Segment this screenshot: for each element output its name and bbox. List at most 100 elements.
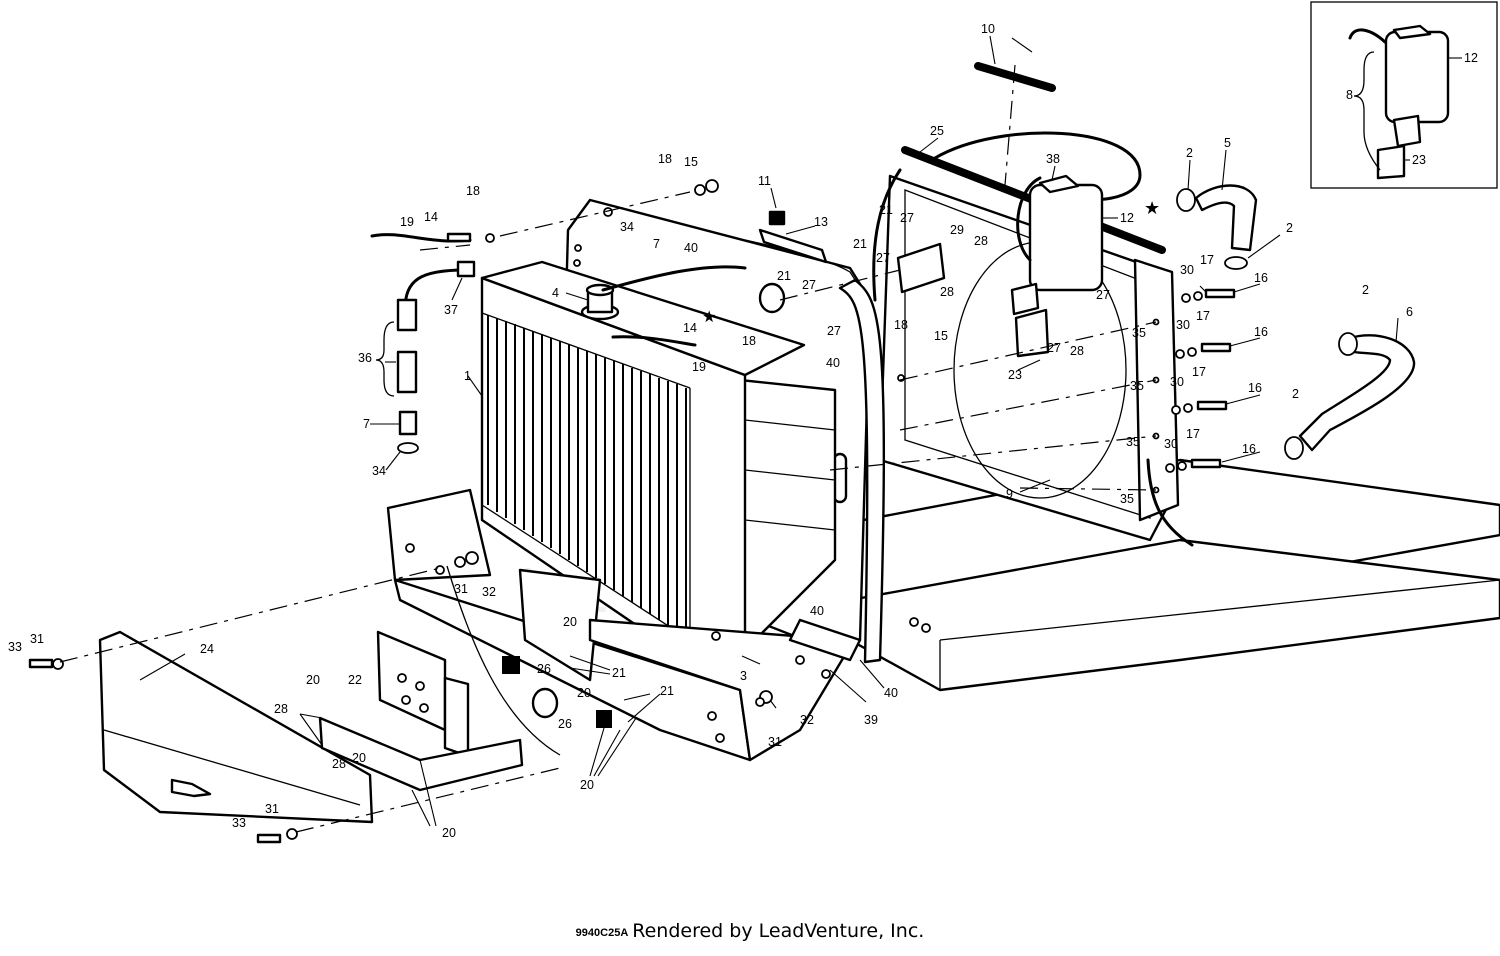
svg-text:★: ★	[702, 309, 716, 326]
callout-30: 30	[1170, 375, 1184, 389]
callout-27: 27	[827, 324, 841, 338]
callout-27: 27	[876, 251, 890, 265]
callout-28: 28	[974, 234, 988, 248]
callout-23: 23	[1008, 368, 1022, 382]
callout-18: 18	[658, 152, 672, 166]
callout-14: 14	[683, 321, 697, 335]
callout-26: 26	[537, 662, 551, 676]
callout-4: 4	[552, 286, 559, 300]
callout-12: 12	[1120, 211, 1134, 225]
callout-31: 31	[768, 735, 782, 749]
drain-fitting	[370, 233, 476, 454]
callout-31: 31	[454, 582, 468, 596]
callout-35: 35	[1130, 379, 1144, 393]
inset-bracket	[1392, 114, 1422, 148]
callout-20: 20	[563, 615, 577, 629]
inset-callout-12: 12	[1464, 51, 1478, 65]
callout-30: 30	[1176, 318, 1190, 332]
callout-34: 34	[372, 464, 386, 478]
callout-20: 20	[580, 778, 594, 792]
radiator-seal-13	[838, 278, 886, 664]
callout-34: 34	[620, 220, 634, 234]
callout-6: 6	[1406, 305, 1413, 319]
callout-32: 32	[482, 585, 496, 599]
callout-20: 20	[306, 673, 320, 687]
bracket-22	[318, 630, 524, 792]
callout-31: 31	[265, 802, 279, 816]
reservoir-bracket	[896, 242, 946, 294]
rubber-strip-10	[974, 62, 1056, 92]
callout-7: 7	[653, 237, 660, 251]
bolt-set-16	[1165, 288, 1236, 473]
drawing-number: 9940C25A	[575, 927, 629, 939]
callout-27: 27	[1047, 341, 1061, 355]
callout-40: 40	[810, 604, 824, 618]
callout-2: 2	[1292, 387, 1299, 401]
callout-39: 39	[864, 713, 878, 727]
callout-16: 16	[1254, 325, 1268, 339]
callout-20: 20	[442, 826, 456, 840]
callout-13: 13	[814, 215, 828, 229]
callout-31: 31	[30, 632, 44, 646]
hose-clamp	[1176, 188, 1196, 212]
callout-10: 10	[981, 22, 995, 36]
lower-hose-6	[1298, 334, 1416, 452]
callout-19: 19	[400, 215, 414, 229]
callout-35: 35	[1126, 435, 1140, 449]
callout-2: 2	[1286, 221, 1293, 235]
callout-5: 5	[1224, 136, 1231, 150]
callout-17: 17	[1196, 309, 1210, 323]
callout-labels: 10 25 38 12 2 5 2 18 15 11 13 21 27 21 2…	[8, 22, 1413, 840]
diagram-footer: 9940C25A Rendered by LeadVenture, Inc.	[0, 920, 1500, 942]
inset-callout-23: 23	[1412, 153, 1426, 167]
callout-35: 35	[1132, 326, 1146, 340]
callout-2: 2	[1362, 283, 1369, 297]
hose-clamp	[1224, 256, 1248, 270]
callout-21: 21	[879, 203, 893, 217]
callout-27: 27	[1096, 288, 1110, 302]
callout-21: 21	[777, 269, 791, 283]
callout-14: 14	[424, 210, 438, 224]
callout-32: 32	[800, 713, 814, 727]
callout-17: 17	[1186, 427, 1200, 441]
callout-30: 30	[1164, 437, 1178, 451]
callout-36: 36	[358, 351, 372, 365]
side-shield-24	[98, 630, 374, 824]
callout-30: 30	[1180, 263, 1194, 277]
callout-28: 28	[332, 757, 346, 771]
callout-25: 25	[930, 124, 944, 138]
callout-33: 33	[232, 816, 246, 830]
callout-18: 18	[466, 184, 480, 198]
callout-28: 28	[274, 702, 288, 716]
callout-2: 2	[1186, 146, 1193, 160]
coolant-reservoir	[896, 174, 1104, 358]
callout-21: 21	[612, 666, 626, 680]
inset-callout-8: 8	[1346, 88, 1353, 102]
render-credit: Rendered by LeadVenture, Inc.	[632, 920, 925, 942]
callout-3: 3	[740, 669, 747, 683]
callout-15: 15	[934, 329, 948, 343]
callout-38: 38	[1046, 152, 1060, 166]
inset-box: 12 8 23	[1310, 1, 1498, 189]
radiator-cap	[580, 283, 620, 321]
callout-1: 1	[464, 369, 471, 383]
callout-29: 29	[950, 223, 964, 237]
callout-18: 18	[894, 318, 908, 332]
callout-26: 26	[558, 717, 572, 731]
callout-18: 18	[742, 334, 756, 348]
callout-40: 40	[684, 241, 698, 255]
callout-7: 7	[363, 417, 370, 431]
callout-15: 15	[684, 155, 698, 169]
svg-text:★: ★	[1144, 198, 1160, 218]
callout-28: 28	[940, 285, 954, 299]
callout-21: 21	[660, 684, 674, 698]
callout-16: 16	[1254, 271, 1268, 285]
upper-hose-5	[1194, 184, 1258, 252]
callout-35: 35	[1120, 492, 1134, 506]
hose-clamp	[1284, 436, 1304, 460]
callout-9: 9	[1006, 487, 1013, 501]
radiator-fins	[487, 315, 687, 638]
callout-21: 21	[853, 237, 867, 251]
